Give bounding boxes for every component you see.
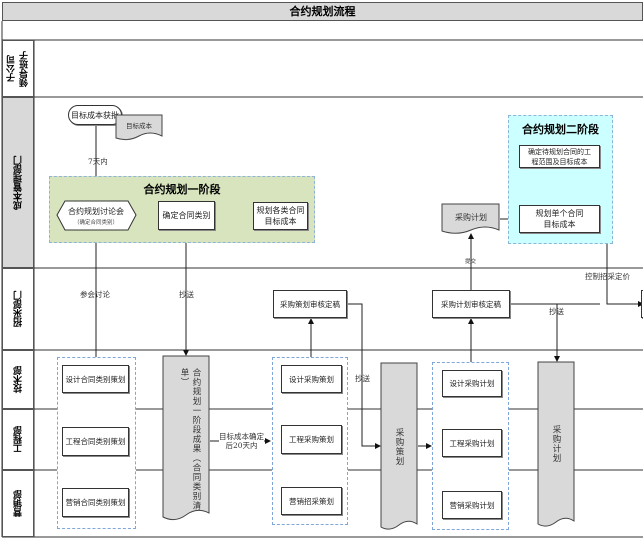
label-cc: 抄送 <box>549 307 564 316</box>
lane-label: 工程部 <box>13 426 24 453</box>
lane-cost-mgmt: 成本管理部门 <box>2 97 34 268</box>
eng-type-box[interactable]: 工程合同类别策划 <box>62 427 129 456</box>
design-type-box[interactable]: 设计合同类别策划 <box>62 365 129 393</box>
eng-strategy-box[interactable]: 工程采购策划 <box>281 425 342 454</box>
lane-label: 招采部门 <box>13 291 24 327</box>
label-within-7-days: 7天内 <box>88 157 108 166</box>
review-strategy-box[interactable]: 采购策划审核定稿 <box>273 290 347 318</box>
phase1-title: 合约规划一阶段 <box>143 183 221 196</box>
lane-label: 子公司 领导班子 <box>7 50 30 87</box>
design-strategy-box[interactable]: 设计采购策划 <box>281 365 342 393</box>
eng-plan-box[interactable]: 工程采购计划 <box>442 429 502 457</box>
confirm-scope-box[interactable]: 确定待规划合同的工 程范围及目标成本 <box>519 145 600 168</box>
plan-document <box>537 361 575 527</box>
label-control-pricing: 控制招采定价 <box>585 272 630 281</box>
lane-label: 营销部 <box>13 490 24 517</box>
phase1-result-document <box>162 355 210 521</box>
lane-engineering: 工程部 <box>2 409 34 470</box>
strategy-doc-label: 采购策划 <box>394 428 404 466</box>
lane-procurement: 招采部门 <box>2 268 34 350</box>
label-submit: 提交 <box>465 259 477 265</box>
meeting-hexagon[interactable]: 合约规划讨论会 （确定合同类别） <box>56 200 138 232</box>
phase2-title: 合约规划二阶段 <box>522 123 599 136</box>
plan-all-box[interactable]: 规划各类合同 目标成本 <box>253 202 308 230</box>
doc-label: 目标成本 <box>126 121 153 130</box>
label-cc: 抄送 <box>179 290 194 299</box>
plan-single-box[interactable]: 规划单个合同 目标成本 <box>519 205 600 233</box>
purchase-plan-document: 采购计划 <box>441 203 500 234</box>
meeting-label: 合约规划讨论会 <box>68 206 124 216</box>
meeting-sublabel: （确定合同类别） <box>74 218 118 226</box>
lane-marketing: 营销部 <box>2 470 34 537</box>
label-attend-discussion: 参会讨论 <box>80 290 110 299</box>
diagram-title: 合约规划流程 <box>2 2 643 21</box>
confirm-type-box[interactable]: 确定合同类别 <box>158 201 215 230</box>
lane-label: 技术部 <box>13 366 24 393</box>
label-within-20-days: 目标成本确定 后20天内 <box>219 432 264 450</box>
lane-label: 成本管理部门 <box>13 155 24 210</box>
mkt-plan-box[interactable]: 营销采购计划 <box>442 491 502 519</box>
label-cc: 抄送 <box>355 374 370 383</box>
target-cost-document: 目标成本 <box>115 114 163 141</box>
plan-doc-label: 采购计划 <box>551 425 561 463</box>
partial-box <box>641 290 643 318</box>
review-plan-box[interactable]: 采购计划审核定稿 <box>432 290 510 318</box>
design-plan-box[interactable]: 设计采购计划 <box>442 370 502 397</box>
mkt-strategy-box[interactable]: 营销招采策划 <box>281 487 342 515</box>
strategy-document <box>380 362 418 530</box>
mkt-type-box[interactable]: 营销合同类别策划 <box>62 488 129 517</box>
start-terminator[interactable]: 目标成本获批 <box>68 105 122 125</box>
lane-tech: 技术部 <box>2 350 34 409</box>
lane-leadership: 子公司 领导班子 <box>2 40 34 97</box>
phase1-result-label: 合约规划一阶段成果（合同类别清单） <box>179 368 201 511</box>
doc-label: 采购计划 <box>455 212 487 222</box>
